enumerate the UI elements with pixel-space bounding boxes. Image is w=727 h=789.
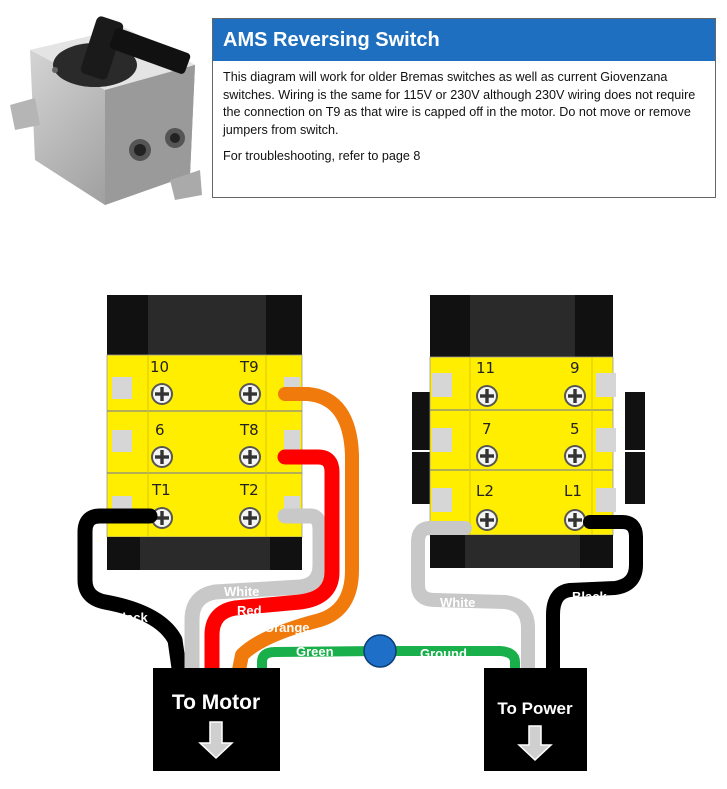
- terminal-label: T1: [151, 481, 171, 499]
- terminal-label: 7: [482, 420, 492, 438]
- terminal-label: 10: [150, 358, 169, 376]
- troubleshooting-note: For troubleshooting, refer to page 8: [223, 149, 421, 163]
- orange-wire: [231, 387, 359, 682]
- white-wire-left: [184, 508, 328, 683]
- to-power-box: To Power: [484, 668, 587, 771]
- info-body: This diagram will work for older Bremas …: [213, 61, 715, 166]
- screw-icon: [564, 385, 586, 407]
- black-wire-right: [546, 515, 643, 682]
- wire-label-red: Red: [237, 603, 262, 618]
- screw-icon: [239, 446, 261, 468]
- screw-icon: [476, 385, 498, 407]
- wiring-diagram: 10 T9 6 T8 T1 T2 11 9 7 5: [77, 295, 645, 771]
- wire-label-orange: Orange: [264, 620, 310, 635]
- screw-icon: [564, 445, 586, 467]
- to-motor-label: To Motor: [172, 691, 260, 714]
- terminal-label: 11: [476, 359, 495, 377]
- screw-icon: [564, 509, 586, 531]
- info-paragraph: This diagram will work for older Bremas …: [223, 70, 696, 137]
- terminal-label: T8: [239, 421, 259, 439]
- wire-label-white-left: White: [224, 584, 259, 599]
- wire-label-ground: Ground: [420, 646, 467, 661]
- right-switch: 11 9 7 5 L2 L1: [412, 295, 645, 568]
- to-power-label: To Power: [497, 699, 573, 718]
- terminal-label: 9: [570, 359, 580, 377]
- screw-icon: [151, 446, 173, 468]
- white-wire-right: [411, 521, 535, 682]
- down-arrow-icon: [517, 725, 553, 762]
- terminal-label: T9: [239, 358, 259, 376]
- screw-icon: [151, 383, 173, 405]
- switch-photo: [10, 16, 202, 205]
- terminal-label: 6: [155, 421, 165, 439]
- wire-label-black-left: Black: [113, 610, 148, 625]
- terminal-label: L2: [476, 482, 494, 500]
- info-box: AMS Reversing Switch This diagram will w…: [212, 18, 716, 198]
- to-motor-box: To Motor: [153, 668, 280, 771]
- down-arrow-icon: [198, 721, 234, 760]
- wire-label-green: Green: [296, 644, 334, 659]
- info-title: AMS Reversing Switch: [213, 19, 715, 61]
- left-switch: 10 T9 6 T8 T1 T2: [106, 295, 303, 570]
- black-wire-left: [77, 508, 188, 683]
- terminal-label: 5: [570, 420, 580, 438]
- wire-label-black-right: Black: [572, 589, 607, 604]
- screw-icon: [476, 509, 498, 531]
- screw-icon: [476, 445, 498, 467]
- terminal-label: L1: [564, 482, 582, 500]
- screw-icon: [239, 383, 261, 405]
- terminal-label: T2: [239, 481, 259, 499]
- screw-icon: [239, 507, 261, 529]
- wire-label-white-right: White: [440, 595, 475, 610]
- ground-node: [363, 634, 397, 668]
- red-wire: [204, 449, 340, 683]
